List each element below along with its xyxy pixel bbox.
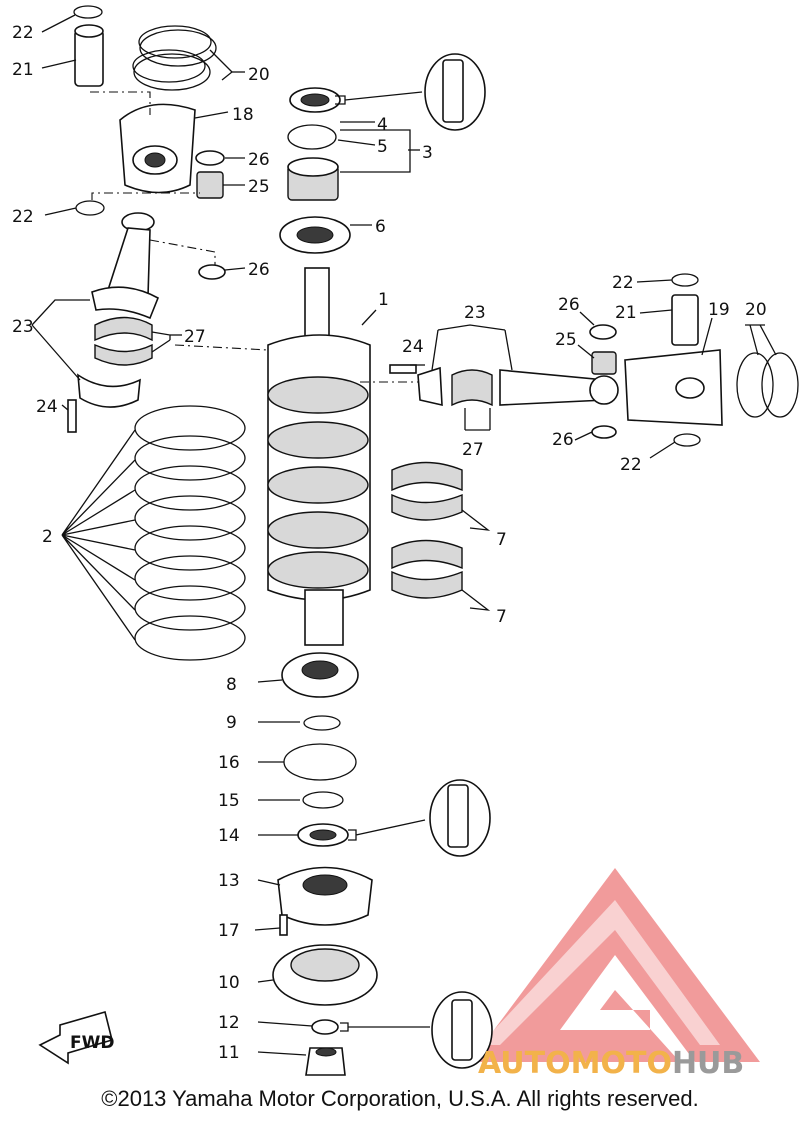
callout-22: 22 xyxy=(12,207,34,227)
callout-25: 25 xyxy=(555,330,577,350)
callout-27: 27 xyxy=(184,327,206,347)
callout-11: 11 xyxy=(218,1043,240,1063)
leader-lines xyxy=(31,14,777,1056)
callout-26: 26 xyxy=(248,150,270,170)
piston-assembly-left xyxy=(67,5,226,433)
callout-18: 18 xyxy=(232,105,254,125)
callout-8: 8 xyxy=(226,675,237,695)
lower-bearing-stack xyxy=(272,652,493,1076)
callout-22: 22 xyxy=(12,23,34,43)
watermark-text: AUTOMOTOHUB xyxy=(478,1046,744,1081)
main-bearing-set xyxy=(391,461,463,599)
callout-24: 24 xyxy=(36,397,58,417)
callout-19: 19 xyxy=(708,300,730,320)
fwd-label: FWD xyxy=(70,1033,114,1053)
callout-14: 14 xyxy=(218,826,240,846)
piston-assembly-right xyxy=(389,273,799,447)
callout-7: 7 xyxy=(496,607,507,627)
callout-26: 26 xyxy=(552,430,574,450)
callout-1: 1 xyxy=(378,290,389,310)
crankshaft xyxy=(174,267,420,646)
callout-23: 23 xyxy=(464,303,486,323)
callout-26: 26 xyxy=(558,295,580,315)
callout-9: 9 xyxy=(226,713,237,733)
callout-20: 20 xyxy=(745,300,767,320)
callout-12: 12 xyxy=(218,1013,240,1033)
piston-ring-stack xyxy=(61,405,246,661)
callout-22: 22 xyxy=(620,455,642,475)
copyright-notice: ©2013 Yamaha Motor Corporation, U.S.A. A… xyxy=(101,1086,699,1111)
callout-10: 10 xyxy=(218,973,240,993)
callout-21: 21 xyxy=(12,60,34,80)
forward-direction-arrow: FWD xyxy=(38,1011,114,1065)
callout-2: 2 xyxy=(42,527,53,547)
callout-3: 3 xyxy=(422,143,433,163)
callout-27: 27 xyxy=(462,440,484,460)
callout-6: 6 xyxy=(375,217,386,237)
callout-4: 4 xyxy=(377,115,388,135)
upper-seal-group xyxy=(279,53,486,254)
callout-5: 5 xyxy=(377,137,388,157)
callout-labels: 22 21 20 18 26 25 22 26 23 27 24 2 4 5 3… xyxy=(12,23,767,1063)
callout-25: 25 xyxy=(248,177,270,197)
callout-22: 22 xyxy=(612,273,634,293)
callout-20: 20 xyxy=(248,65,270,85)
callout-23: 23 xyxy=(12,317,34,337)
callout-24: 24 xyxy=(402,337,424,357)
callout-7: 7 xyxy=(496,530,507,550)
callout-15: 15 xyxy=(218,791,240,811)
watermark-logo xyxy=(470,868,760,1062)
callout-16: 16 xyxy=(218,753,240,773)
watermark-text-part2: HUB xyxy=(672,1046,744,1081)
callout-13: 13 xyxy=(218,871,240,891)
callout-26: 26 xyxy=(248,260,270,280)
watermark-text-part1: AUTOMOTO xyxy=(478,1046,672,1081)
callout-21: 21 xyxy=(615,303,637,323)
callout-17: 17 xyxy=(218,921,240,941)
